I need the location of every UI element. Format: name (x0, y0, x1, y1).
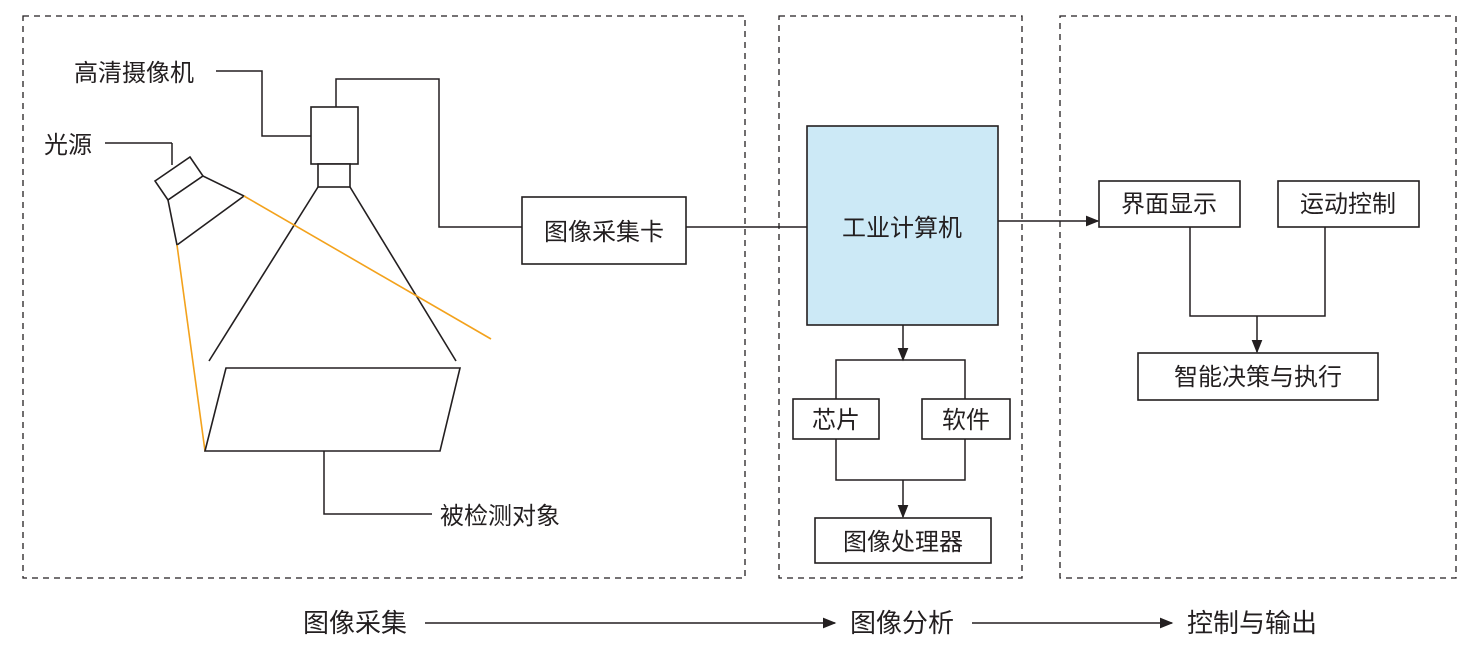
camera-icon (310, 106, 359, 188)
stage-output-label: 控制与输出 (1187, 609, 1317, 639)
software-label: 软件 (942, 406, 990, 434)
decision-box (1137, 352, 1379, 401)
image-processor-box (814, 517, 992, 564)
output-frame (1059, 15, 1457, 579)
camera-label: 高清摄像机 (74, 59, 194, 87)
industrial-computer-label: 工业计算机 (842, 214, 962, 242)
output-merge-line (1189, 227, 1326, 317)
camera-view-cone (208, 186, 319, 362)
software-box (921, 398, 1011, 440)
decision-label: 智能决策与执行 (1174, 363, 1342, 391)
analysis-frame (778, 15, 1023, 579)
light-source-icon (153, 155, 246, 247)
capture-card-box (521, 196, 687, 265)
stage-analysis-label: 图像分析 (850, 609, 954, 639)
light-beam-upper (243, 195, 492, 340)
ui-display-label: 界面显示 (1121, 190, 1217, 218)
motion-control-box (1277, 180, 1420, 228)
chip-label: 芯片 (812, 406, 860, 434)
camera-cable (335, 78, 522, 228)
analysis-split-line (835, 359, 966, 399)
motion-control-label: 运动控制 (1300, 190, 1396, 218)
light-beam-lower (176, 244, 206, 452)
camera-view-cone-right (349, 186, 457, 362)
ui-display-box (1098, 180, 1241, 228)
image-processor-label: 图像处理器 (843, 528, 963, 556)
inspected-object-label: 被检测对象 (440, 502, 560, 530)
light-source-label: 光源 (44, 131, 92, 159)
capture-card-label: 图像采集卡 (544, 218, 664, 246)
acquisition-frame (22, 15, 746, 579)
stage-acquisition-label: 图像采集 (303, 609, 407, 639)
analysis-merge-line (835, 439, 966, 481)
camera-leader-line (216, 70, 311, 137)
industrial-computer-box (806, 125, 999, 326)
object-leader-line (323, 451, 432, 515)
inspected-object-shape (203, 367, 462, 452)
